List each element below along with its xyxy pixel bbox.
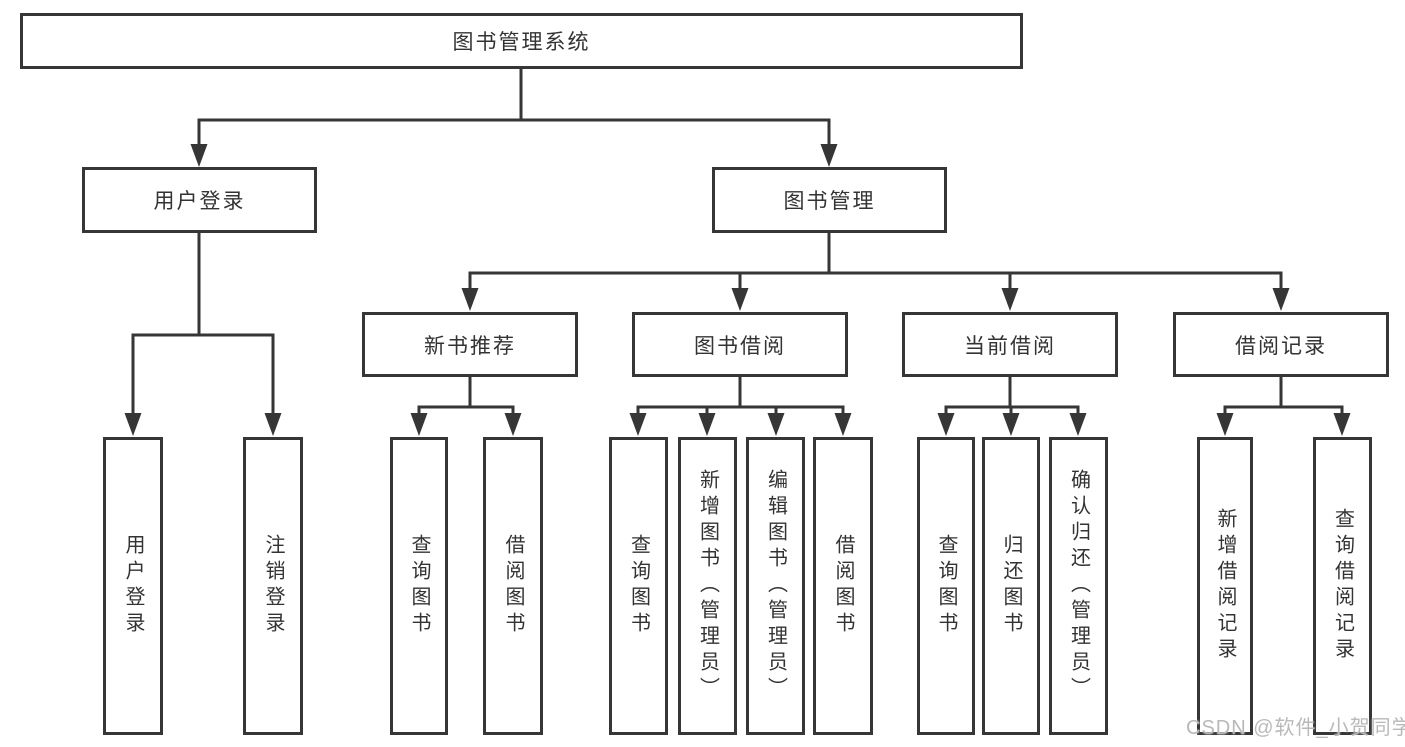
node-label: 用户登录 [153,190,246,213]
node-label: 图书管理系统 [452,31,591,54]
leaf-query-borrow-record: 查询借阅记录 [1313,437,1372,735]
node-current-borrowing: 当前借阅 [902,312,1118,377]
leaf-label: 新增借阅记录 [1214,508,1236,664]
leaf-borrow-books: 借阅图书 [483,437,543,735]
leaf-edit-books-admin: 编辑图书（管理员） [746,437,805,735]
leaf-label: 查询借阅记录 [1331,508,1354,664]
leaf-label: 借阅图书 [502,534,524,638]
leaf-logout: 注销登录 [243,437,303,735]
node-label: 图书借阅 [694,334,786,358]
arrowheads [124,144,1351,436]
node-label: 图书管理 [783,190,876,213]
node-label: 借阅记录 [1235,334,1327,358]
leaf-user-login: 用户登录 [103,437,163,735]
node-book-borrowing: 图书借阅 [632,312,848,377]
leaf-add-borrow-record: 新增借阅记录 [1197,437,1253,735]
node-library-management-system: 图书管理系统 [20,13,1023,69]
leaf-label: 注销登录 [262,534,284,638]
node-borrowing-records: 借阅记录 [1173,312,1389,377]
node-user-login: 用户登录 [82,167,317,233]
leaf-label: 借阅图书 [832,534,854,638]
leaf-query-books: 查询图书 [917,437,975,735]
csdn-watermark: CSDN @软件_小贺同学 [1186,717,1405,739]
node-label: 新书推荐 [424,334,516,358]
leaf-query-books: 查询图书 [609,437,668,735]
leaf-borrow-books: 借阅图书 [813,437,873,735]
leaf-query-books: 查询图书 [390,437,448,735]
leaf-label: 确认归还（管理员） [1067,469,1090,703]
leaf-label: 查询图书 [408,534,430,638]
leaf-label: 查询图书 [935,534,957,638]
leaf-return-books: 归还图书 [982,437,1040,735]
node-book-management: 图书管理 [712,167,947,233]
leaf-add-books-admin: 新增图书（管理员） [678,437,737,735]
leaf-label: 编辑图书（管理员） [764,469,787,703]
leaf-label: 新增图书（管理员） [696,469,719,703]
leaf-confirm-return-admin: 确认归还（管理员） [1049,437,1108,735]
leaf-label: 查询图书 [627,534,650,638]
node-new-book-recommend: 新书推荐 [362,312,578,377]
node-label: 当前借阅 [964,334,1056,358]
leaf-label: 归还图书 [1000,534,1022,638]
leaf-label: 用户登录 [122,534,144,638]
